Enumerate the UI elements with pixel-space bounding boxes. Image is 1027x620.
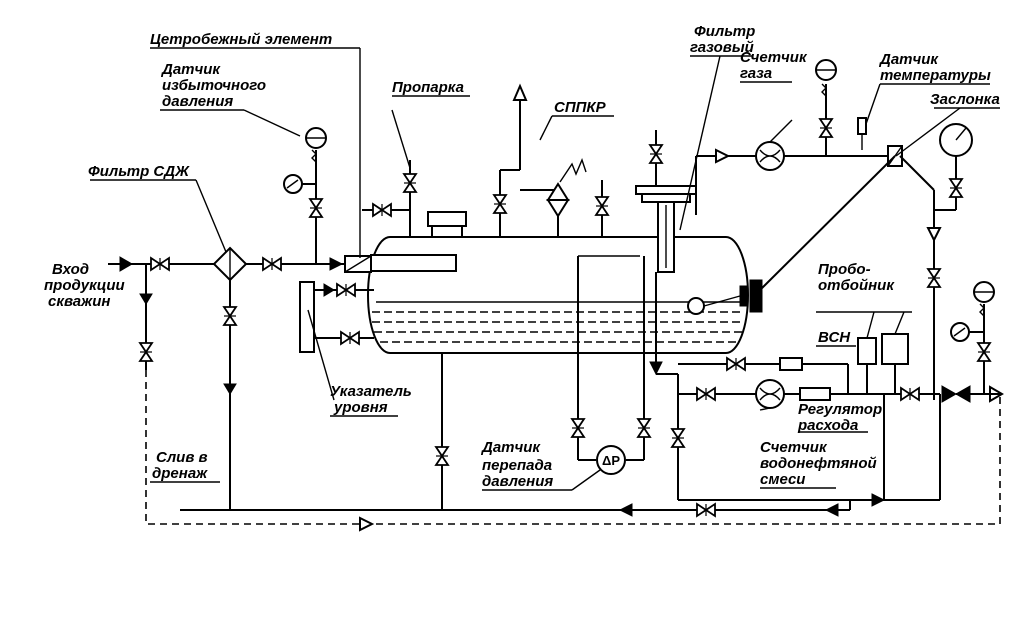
label-pressure-sensor-2: избыточного — [162, 77, 266, 94]
label-flow-regulator-1: Регулятор — [798, 401, 882, 418]
label-inlet-1: Вход — [52, 261, 89, 278]
label-sampler-2: отбойник — [818, 277, 895, 294]
vessel-drain — [436, 353, 448, 510]
label-diff-pressure-2: перепада — [482, 457, 552, 474]
label-gas-meter-2: газа — [740, 65, 772, 82]
label-gas-filter-1: Фильтр — [694, 23, 755, 40]
label-pressure-sensor-1: Датчик — [160, 61, 221, 78]
label-gas-meter-1: Счетчик — [740, 49, 808, 66]
label-temp-sensor-1: Датчик — [878, 51, 939, 68]
label-level-indicator-1: Указатель — [330, 383, 412, 400]
label-level-indicator-2: уровня — [333, 399, 388, 416]
label-inlet-2: продукции — [44, 277, 125, 294]
label-flow-regulator-2: расхода — [797, 417, 858, 434]
steaming-line — [362, 110, 416, 237]
excess-pressure-sensor — [284, 128, 326, 264]
label-oil-water-meter-2: водонефтяной — [760, 455, 877, 472]
label-vsn: ВСН — [818, 329, 851, 346]
label-centrifugal-element: Цетробежный элемент — [150, 31, 332, 48]
label-drain-2: дренаж — [152, 465, 208, 482]
label-pressure-sensor-3: давления — [162, 93, 233, 110]
label-inlet-3: скважин — [48, 293, 110, 310]
label-diff-pressure-1: Датчик — [480, 439, 541, 456]
label-temp-sensor-2: температуры — [880, 67, 991, 84]
dp-symbol: ΔP — [602, 453, 620, 468]
label-drain-1: Слив в — [156, 449, 208, 466]
label-steaming: Пропарка — [392, 79, 464, 96]
label-sppkr: СППКР — [554, 99, 607, 116]
label-damper: Заслонка — [930, 91, 1000, 108]
label-oil-water-meter-1: Счетчик — [760, 439, 828, 456]
label-sdzh-filter: Фильтр СДЖ — [88, 163, 190, 180]
label-sampler-1: Пробо- — [818, 261, 871, 278]
drain-header — [180, 500, 850, 516]
label-oil-water-meter-3: смеси — [760, 471, 805, 488]
label-diff-pressure-3: давления — [482, 473, 553, 490]
